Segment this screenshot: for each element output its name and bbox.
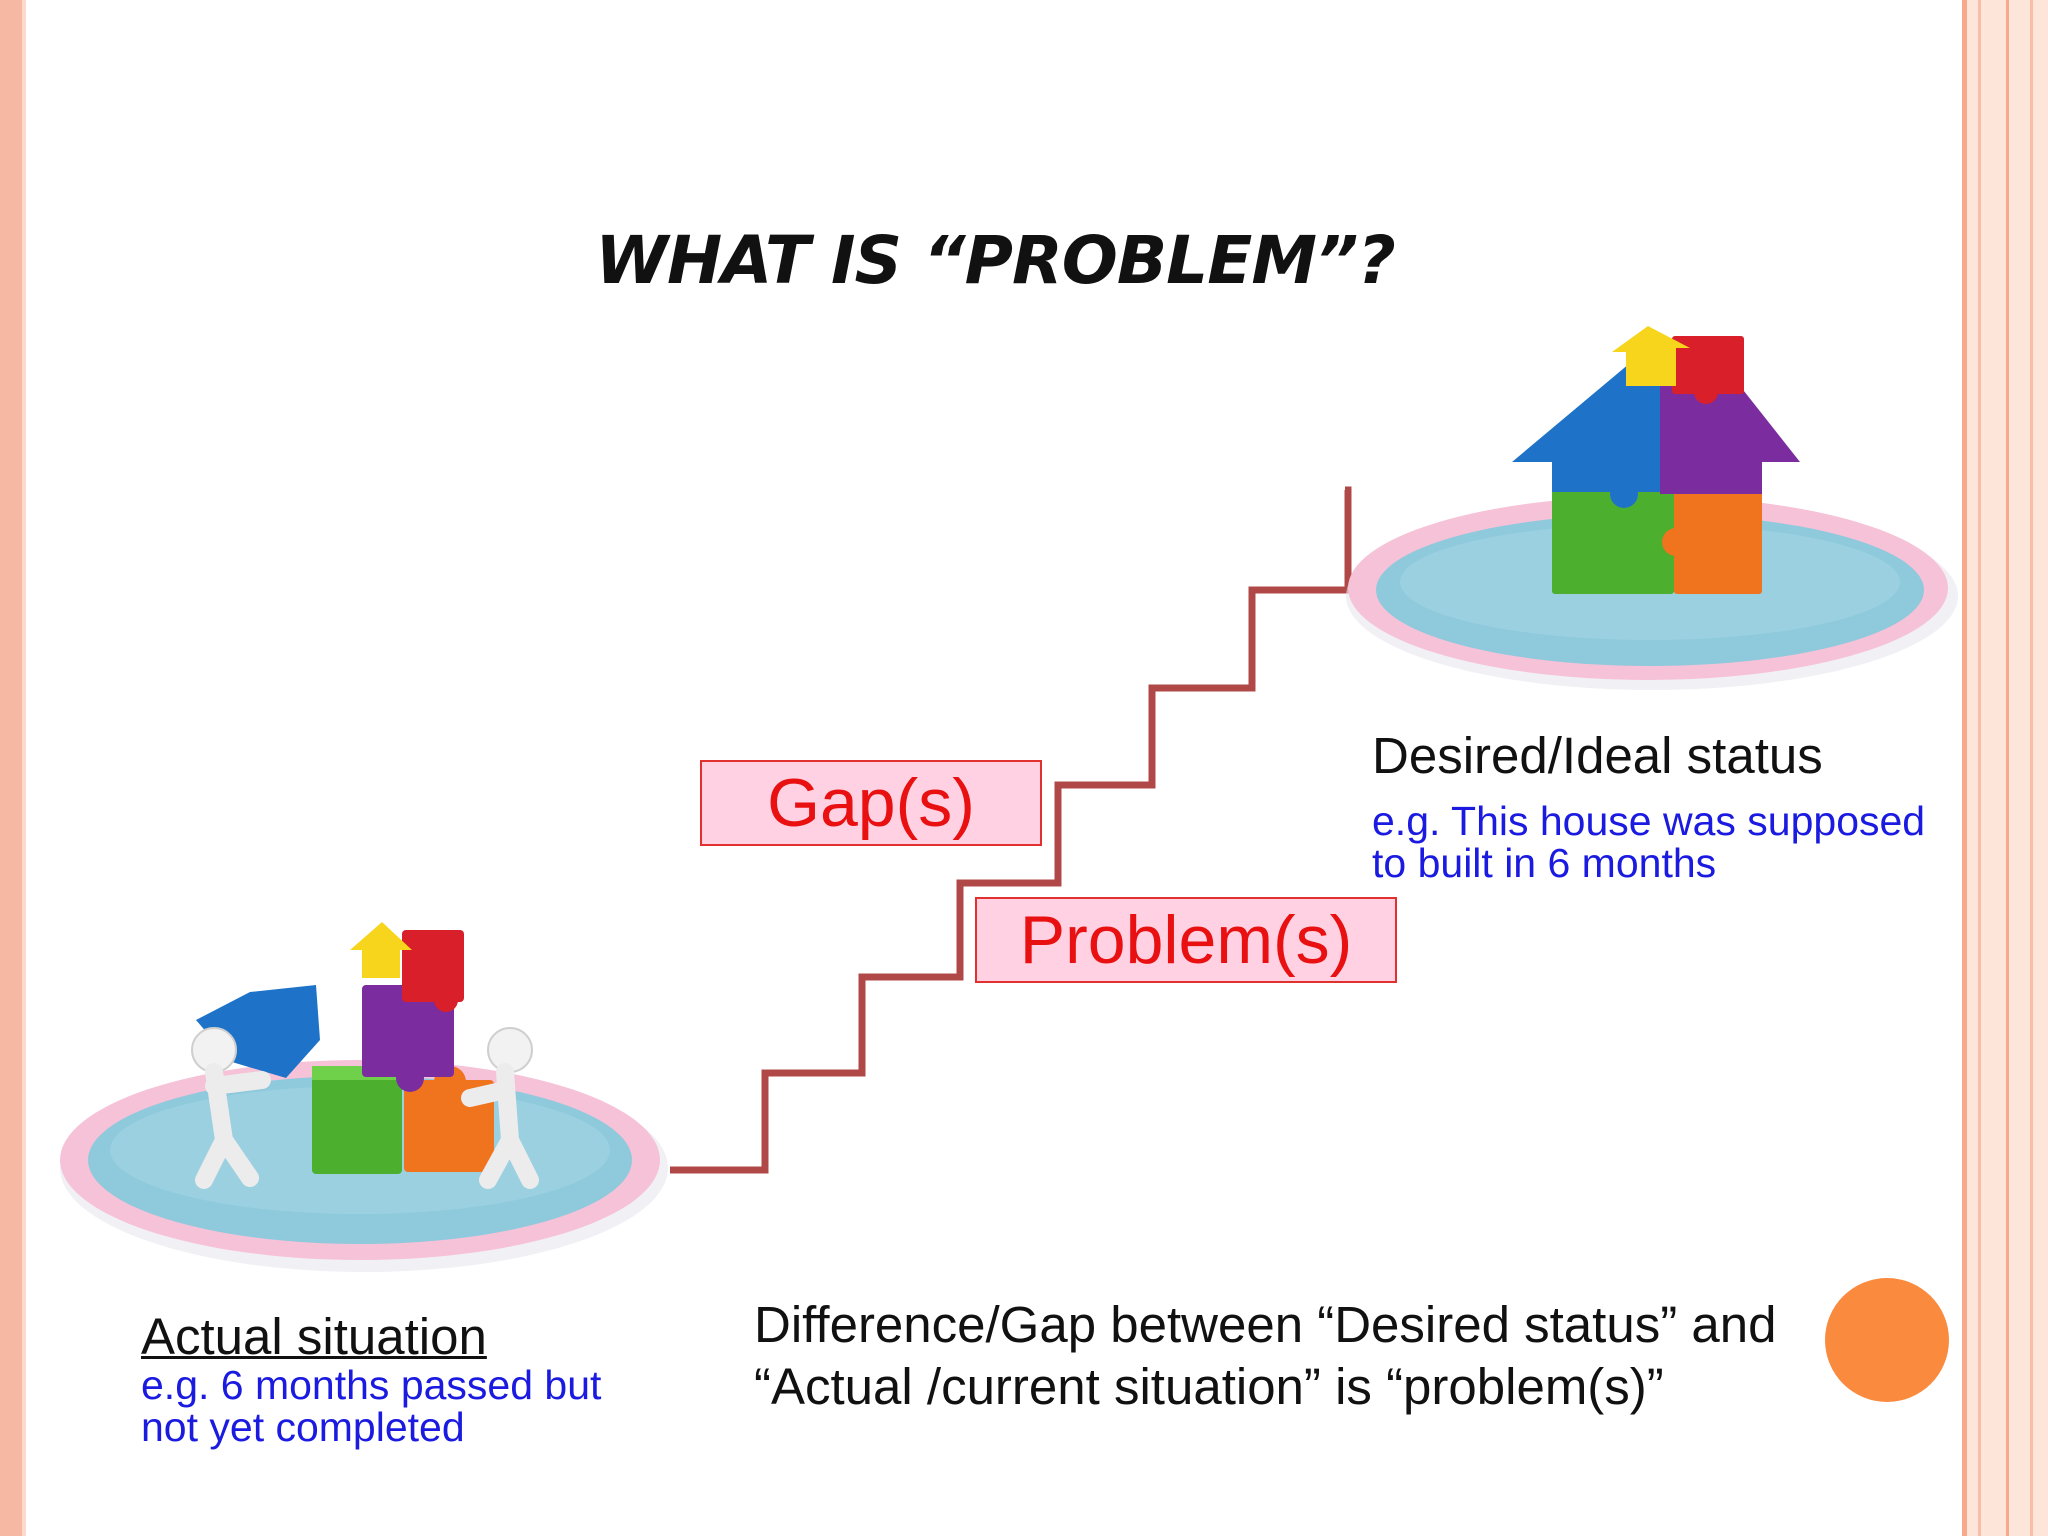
desired-status-example-line2: to built in 6 months [1372, 840, 1717, 886]
desired-status-example-line1: e.g. This house was supposed [1372, 798, 1926, 844]
definition-line1: Difference/Gap between “Desired status” … [754, 1296, 1777, 1353]
right-frame-stripe [1962, 0, 1967, 1536]
problem-label: Problem(s) [1019, 902, 1353, 978]
problem-label-box: Problem(s) [975, 897, 1397, 983]
gap-label: Gap(s) [767, 765, 975, 841]
accent-circle [1825, 1278, 1949, 1402]
left-frame-border [0, 0, 22, 1536]
puzzle-house-icon [1512, 326, 1800, 594]
definition-line2: “Actual /current situation” is “problem(… [754, 1358, 1664, 1415]
slide-title: WHAT IS “PROBLEM”? [595, 222, 1396, 299]
puzzle-building-figures-icon [191, 922, 539, 1189]
desired-status-heading: Desired/Ideal status [1372, 727, 1823, 784]
actual-situation-heading: Actual situation [141, 1308, 487, 1365]
actual-situation-example-line1: e.g. 6 months passed but [141, 1362, 602, 1408]
right-frame-stripe [1978, 0, 1981, 1536]
gap-label-box: Gap(s) [700, 760, 1042, 846]
right-frame-stripe [2030, 0, 2033, 1536]
left-frame-inner-border [22, 0, 26, 1536]
actual-situation-example-line2: not yet completed [141, 1404, 465, 1450]
staircase-line [670, 486, 1352, 1174]
right-frame-stripe [2006, 0, 2009, 1536]
